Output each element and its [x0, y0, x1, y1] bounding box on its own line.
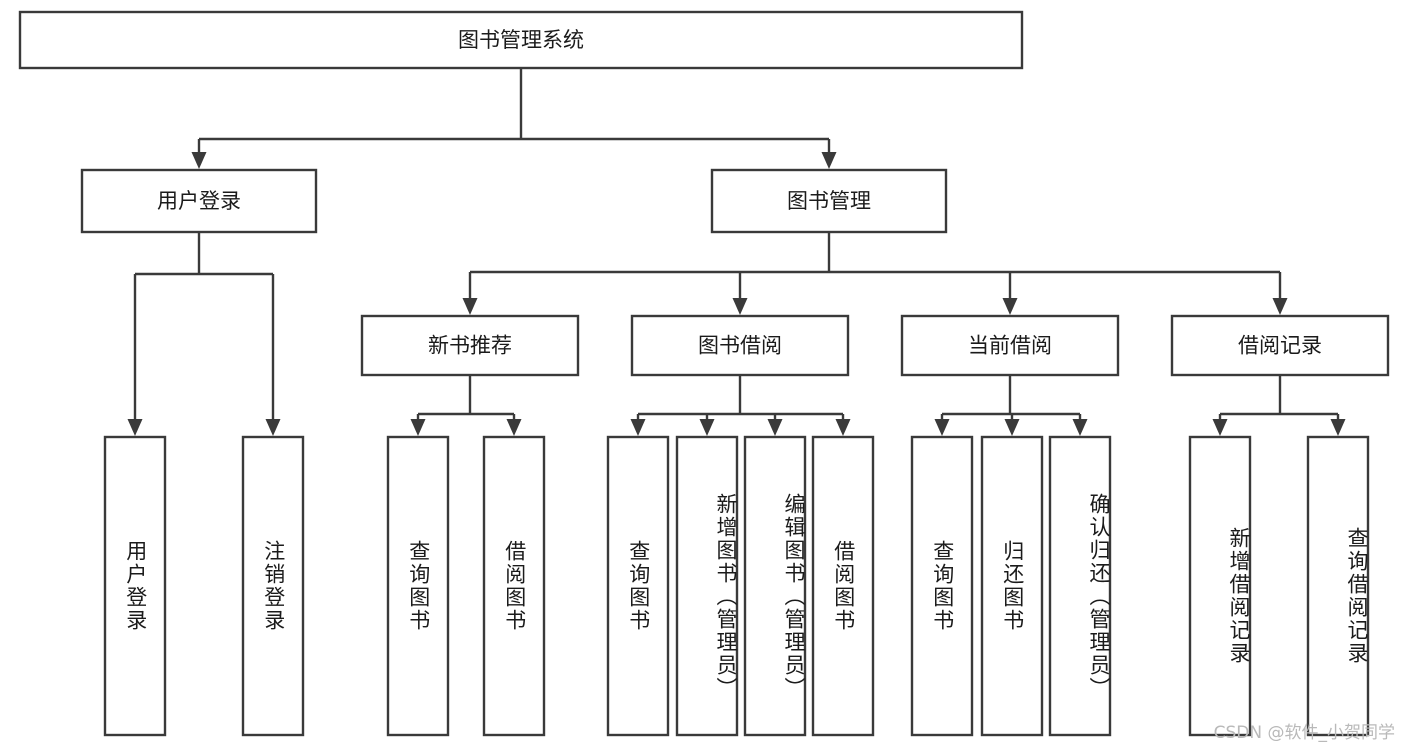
node-box-bb-edit-book[interactable]	[743, 435, 807, 737]
arrow-head	[699, 419, 715, 436]
node-user-login[interactable]: 用户登录	[80, 168, 318, 234]
node-bb-borrow-book[interactable]	[811, 435, 875, 737]
node-cb-query-book[interactable]	[910, 435, 974, 737]
node-box-br-query-record[interactable]	[1306, 435, 1370, 737]
node-br-query-record[interactable]	[1306, 435, 1370, 737]
node-box-new-book-recommend[interactable]	[360, 314, 580, 377]
node-label-book-borrow: 图书借阅	[698, 334, 782, 358]
node-box-bb-borrow-book[interactable]	[811, 435, 875, 737]
node-nb-query-book[interactable]	[386, 435, 450, 737]
arrow-head	[934, 419, 950, 436]
node-user-login-do[interactable]	[103, 435, 167, 737]
node-box-br-add-record[interactable]	[1188, 435, 1252, 737]
arrow-head	[127, 419, 143, 436]
arrow-head	[630, 419, 646, 436]
node-box-user-login-do[interactable]	[103, 435, 167, 737]
arrow-head	[1212, 419, 1228, 436]
arrow-head	[732, 298, 748, 315]
node-box-undefined[interactable]	[18, 10, 1024, 70]
node-box-current-borrow[interactable]	[900, 314, 1120, 377]
node-label-book-manage: 图书管理	[787, 189, 871, 213]
node-bb-edit-book[interactable]	[743, 435, 807, 737]
node-box-borrow-record[interactable]	[1170, 314, 1390, 377]
arrow-head	[410, 419, 426, 436]
node-book-manage[interactable]: 图书管理	[710, 168, 948, 234]
arrow-head	[1272, 298, 1288, 315]
node-book-borrow[interactable]: 图书借阅	[630, 314, 850, 377]
node-label-user-login: 用户登录	[157, 189, 241, 213]
node-box-user-logout[interactable]	[241, 435, 305, 737]
node-box-bb-add-book[interactable]	[675, 435, 739, 737]
arrow-head	[1072, 419, 1088, 436]
arrow-head	[835, 419, 851, 436]
node-br-add-record[interactable]	[1188, 435, 1252, 737]
csdn-watermark: CSDN @软件_小贺同学	[1213, 723, 1395, 743]
node-label-borrow-record: 借阅记录	[1238, 334, 1322, 358]
node-bb-add-book[interactable]	[675, 435, 739, 737]
node-label-new-book-recommend: 新书推荐	[428, 334, 512, 358]
arrow-head	[821, 152, 837, 169]
node-box-cb-confirm-return[interactable]	[1048, 435, 1112, 737]
node-cb-return-book[interactable]	[980, 435, 1044, 737]
node-nb-borrow-book[interactable]	[482, 435, 546, 737]
node-box-user-login[interactable]	[80, 168, 318, 234]
arrow-head	[1330, 419, 1346, 436]
node-borrow-record[interactable]: 借阅记录	[1170, 314, 1390, 377]
node-box-nb-query-book[interactable]	[386, 435, 450, 737]
arrow-head	[767, 419, 783, 436]
arrow-head	[1002, 298, 1018, 315]
node-current-borrow[interactable]: 当前借阅	[900, 314, 1120, 377]
arrow-head	[265, 419, 281, 436]
node-box-bb-query-book[interactable]	[606, 435, 670, 737]
node-box-book-manage[interactable]	[710, 168, 948, 234]
node-box-cb-return-book[interactable]	[980, 435, 1044, 737]
node-label-undefined: 图书管理系统	[458, 28, 584, 52]
arrow-head	[191, 152, 207, 169]
node-new-book-recommend[interactable]: 新书推荐	[360, 314, 580, 377]
arrow-head	[506, 419, 522, 436]
node-label-current-borrow: 当前借阅	[968, 334, 1052, 358]
arrow-head	[1004, 419, 1020, 436]
node-cb-confirm-return[interactable]	[1048, 435, 1112, 737]
arrow-head	[462, 298, 478, 315]
node-user-logout[interactable]	[241, 435, 305, 737]
node-box-cb-query-book[interactable]	[910, 435, 974, 737]
node-box-nb-borrow-book[interactable]	[482, 435, 546, 737]
node-undefined[interactable]: 图书管理系统	[18, 10, 1024, 70]
node-bb-query-book[interactable]	[606, 435, 670, 737]
node-box-book-borrow[interactable]	[630, 314, 850, 377]
